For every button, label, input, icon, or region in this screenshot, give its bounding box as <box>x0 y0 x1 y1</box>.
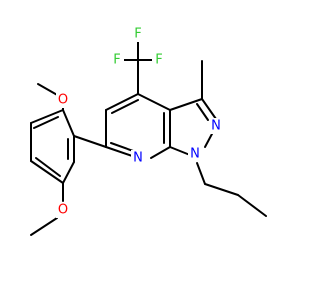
bond-ch2-ch3 <box>237 194 267 217</box>
bond-n1-c7a <box>169 146 191 156</box>
dimethoxyphenyl-ring-bonds <box>30 109 107 184</box>
bond-c5-c4-double <box>111 99 139 114</box>
label-bg-f-top <box>131 26 145 42</box>
atom-n-ring5-upper: N <box>211 119 221 134</box>
atom-f-right: F <box>155 53 162 68</box>
bond-c3-n2-double <box>196 103 209 121</box>
label-bg-n-ring5-upper <box>209 118 223 134</box>
pyridine-ring-bonds <box>105 93 171 159</box>
molecule-structure-canvas: F F F O O N N N <box>30 26 267 236</box>
atom-o-bottom: O <box>58 203 68 218</box>
molecule-structure: F F F O O N N N <box>30 26 267 236</box>
bond-c4-c3a <box>137 93 171 111</box>
label-bg-o-bottom <box>56 202 70 218</box>
pyrazole-ring-bonds <box>169 98 217 156</box>
label-bg-n-ring6 <box>131 150 145 166</box>
atom-labels: F F F O O N N N <box>56 26 223 218</box>
label-bg-f-left <box>110 52 124 68</box>
bond-aryl-5 <box>62 161 75 184</box>
bond-aryl-4-double <box>35 157 61 177</box>
bond-c3a-c3 <box>169 98 203 111</box>
bond-o-top-methyl <box>37 83 60 97</box>
bond-aryl-4 <box>30 160 64 184</box>
label-bg-n-ring5-lower <box>188 146 202 162</box>
trifluoromethyl-group <box>122 38 154 95</box>
bond-o-bottom-methyl <box>30 217 58 236</box>
label-bg-f-right <box>152 52 166 68</box>
bond-aryl-1 <box>62 109 75 137</box>
atom-n-ring5-lower: N <box>190 147 200 162</box>
bond-c6-aryl <box>73 135 107 148</box>
bond-c7a-n7 <box>150 146 171 159</box>
bond-n2-n1 <box>204 131 214 148</box>
bond-n1-ch2 <box>196 162 206 185</box>
atom-f-top: F <box>134 27 141 42</box>
atom-n-ring6: N <box>133 151 143 166</box>
atom-o-top: O <box>58 93 68 108</box>
bond-aryl-2-double <box>33 116 59 129</box>
atom-f-left: F <box>113 53 120 68</box>
bond-c5-c4 <box>105 93 139 111</box>
bond-ch2-ch2 <box>204 183 239 196</box>
bond-aryl-2 <box>30 109 64 124</box>
bond-c3-n2 <box>201 98 217 120</box>
propyl-group <box>196 162 267 217</box>
label-bg-o-top <box>56 92 70 108</box>
